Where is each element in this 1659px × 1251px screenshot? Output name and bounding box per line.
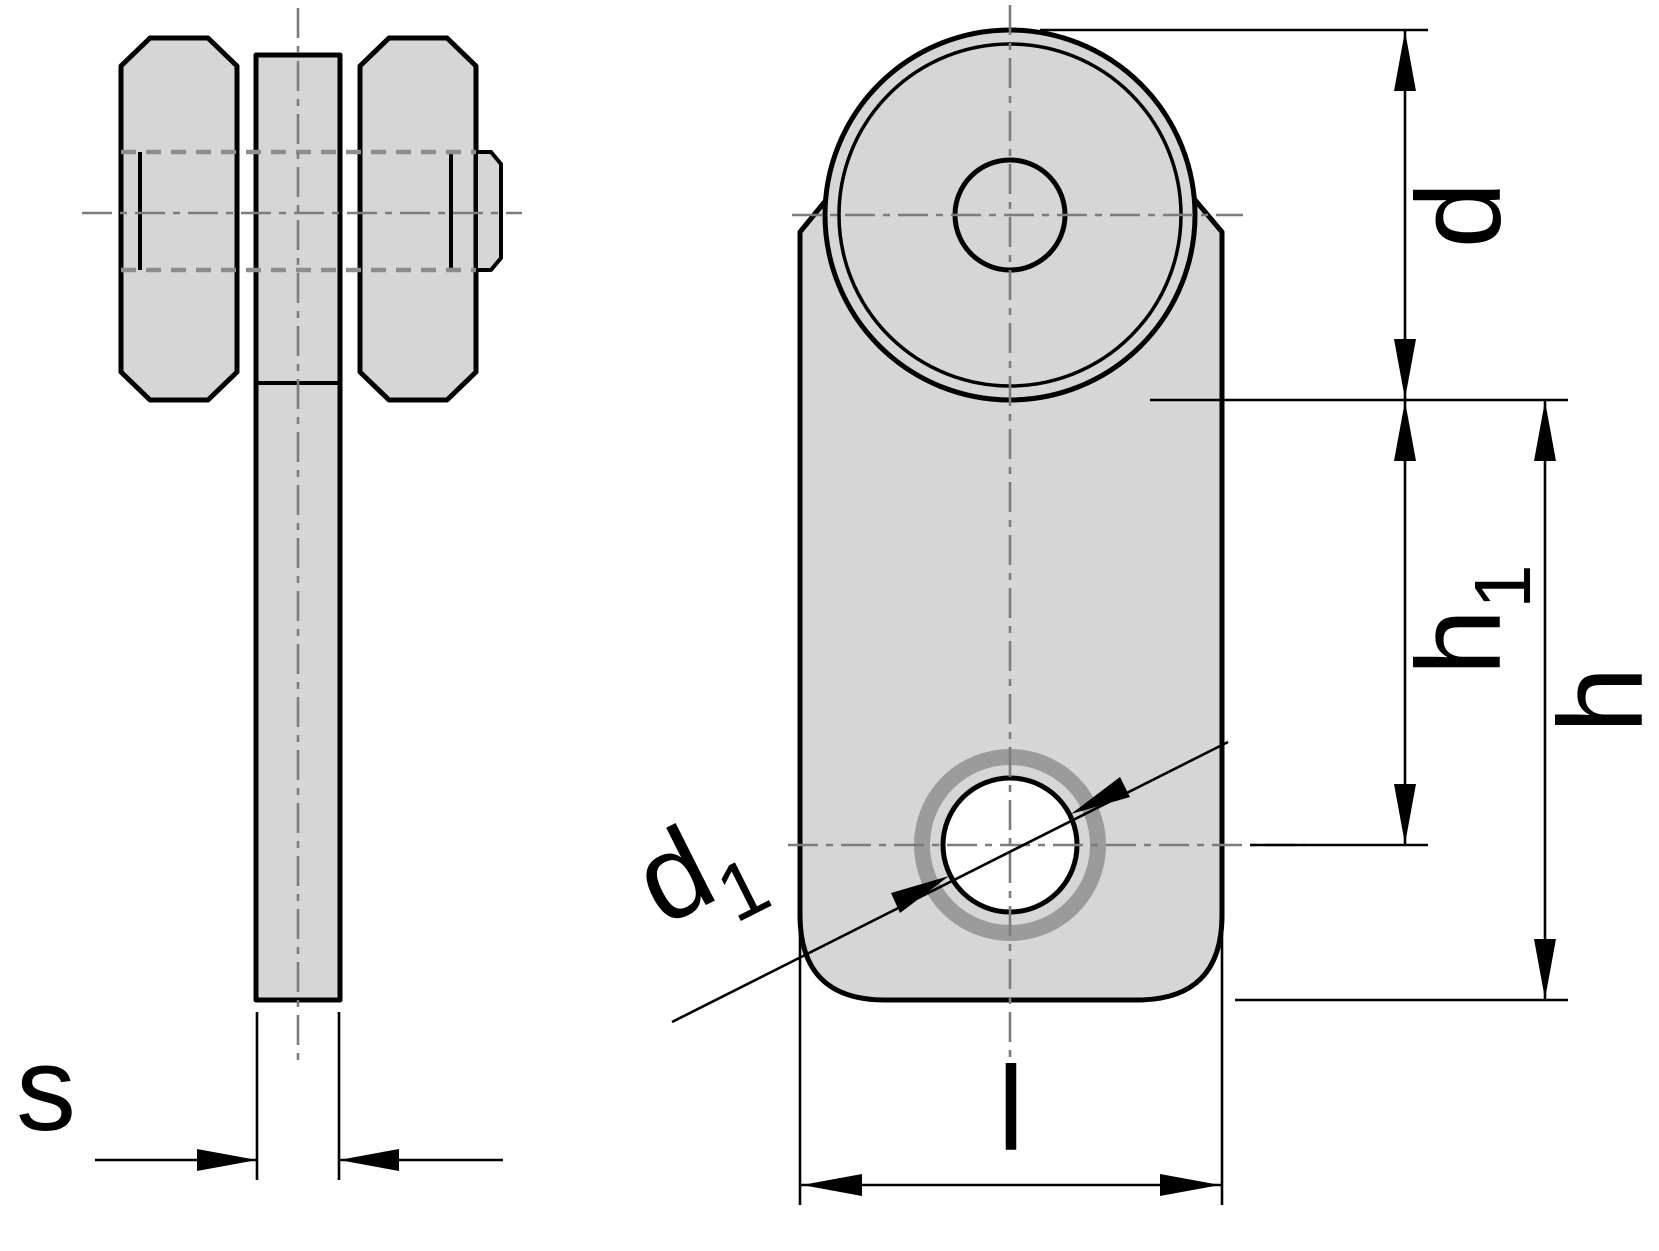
dim-label-h1: h1	[1392, 564, 1547, 675]
d1-dimension-line	[671, 740, 1229, 1024]
wheel-right	[357, 35, 479, 403]
l-arrowhead-left	[802, 1174, 862, 1196]
h1-arrowhead-bottom	[1394, 784, 1416, 844]
s-arrowhead-right	[339, 1149, 399, 1171]
h-arrowhead-bottom	[1534, 939, 1556, 999]
dimensions: d h1 h d1	[614, 28, 1659, 1205]
d1-arrowhead-upper	[1071, 777, 1130, 814]
dim-label-h1-main: h	[1392, 609, 1526, 676]
dim-label-s: s	[16, 1022, 76, 1156]
side-view: s	[16, 8, 522, 1180]
dimension-h1: h1	[1250, 400, 1547, 847]
h-arrowhead-top	[1534, 401, 1556, 461]
h1-arrowhead-top	[1394, 401, 1416, 461]
l-arrowhead-right	[1160, 1174, 1220, 1196]
s-arrowhead-left	[197, 1149, 257, 1171]
dim-label-l: l	[998, 1042, 1025, 1176]
d-arrowhead-bottom	[1394, 339, 1416, 399]
wheel-left	[118, 35, 240, 403]
d-arrowhead-top	[1394, 31, 1416, 91]
dimension-s: s	[16, 1012, 503, 1180]
front-view	[788, 5, 1305, 1072]
dim-label-h1-sub: 1	[1458, 564, 1547, 609]
dim-label-d: d	[1392, 182, 1526, 249]
dimension-d: d	[1392, 30, 1526, 400]
dimension-h: h	[1235, 400, 1659, 1002]
axle-bolt-head	[474, 150, 503, 272]
dim-label-d1: d1	[614, 781, 783, 969]
dim-label-h: h	[1534, 667, 1659, 734]
dimension-l: l	[798, 925, 1224, 1205]
d1-arrowhead-lower	[891, 876, 949, 913]
